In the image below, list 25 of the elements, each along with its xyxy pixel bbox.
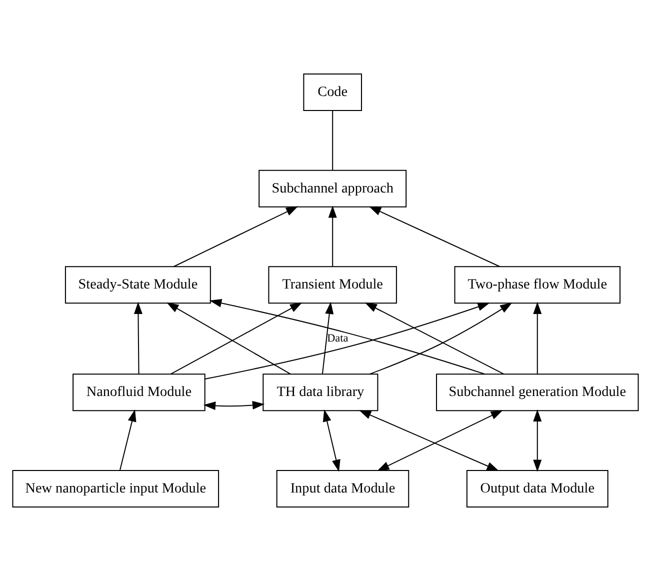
- node-box: Code: [303, 73, 362, 111]
- node-box: Subchannel generation Module: [436, 373, 639, 411]
- arrow: [533, 408, 542, 472]
- node-box: Nanofluid Module: [72, 373, 206, 411]
- arrow: [358, 410, 499, 470]
- arrow: [134, 301, 142, 374]
- node-box: Steady-State Module: [64, 266, 211, 304]
- node-box: Two-phase flow Module: [454, 266, 621, 304]
- arrow: [119, 408, 136, 470]
- edge-label: Data: [327, 332, 348, 344]
- node-box: TH data library: [262, 373, 378, 411]
- arrow: [533, 301, 542, 374]
- node-box: Input data Module: [276, 469, 410, 507]
- arrow: [322, 408, 340, 472]
- arrow: [377, 410, 503, 471]
- arrow: [368, 206, 500, 267]
- arrow: [322, 301, 334, 374]
- node-box: New nanoparticle input Module: [12, 469, 220, 507]
- node-box: Subchannel approach: [258, 169, 407, 207]
- node-box: Output data Module: [466, 469, 608, 507]
- arrow: [173, 206, 298, 267]
- arrow: [328, 205, 337, 266]
- connector: [332, 110, 334, 170]
- node-box: Transient Module: [268, 266, 397, 304]
- arrow: [203, 400, 265, 410]
